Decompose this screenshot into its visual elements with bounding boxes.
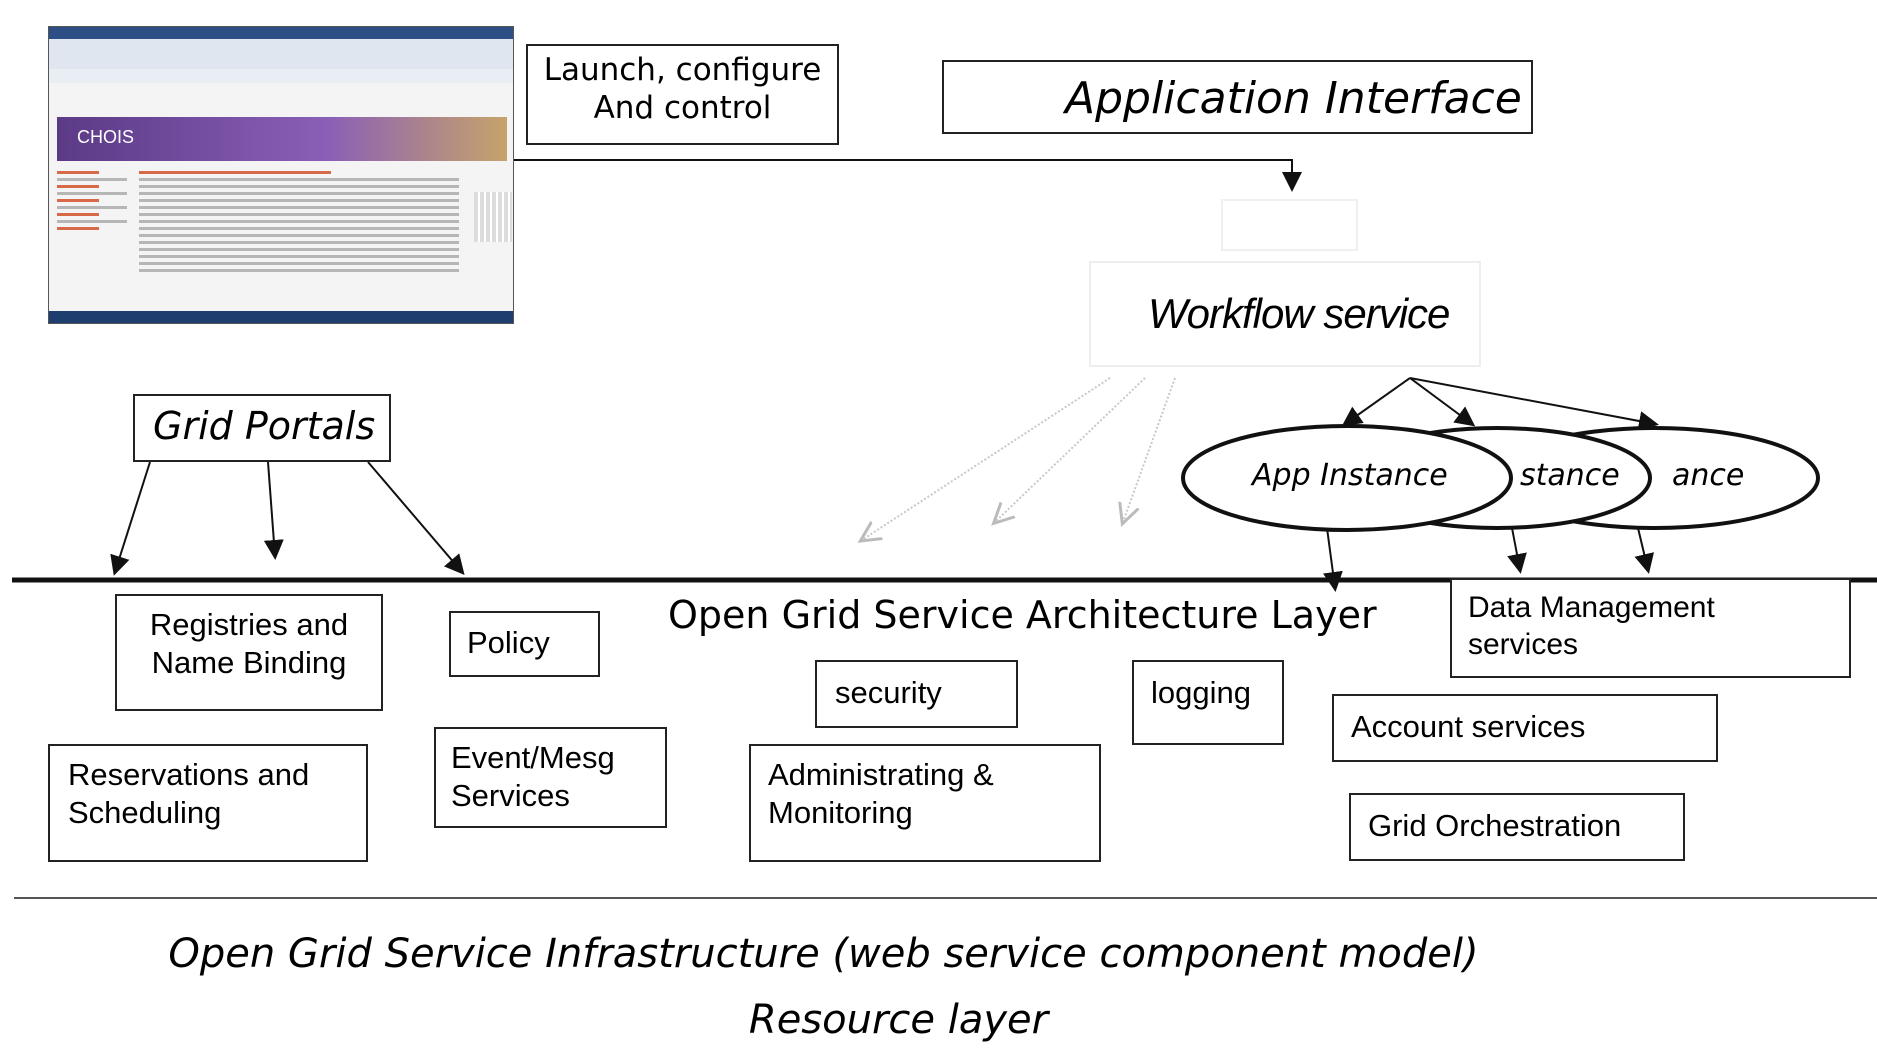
grid-orchestration-label: Grid Orchestration	[1368, 808, 1622, 843]
instance-down-arrow-2	[1507, 527, 1527, 574]
os-taskbar	[49, 311, 513, 323]
ogsi-title: Open Grid Service Infrastructure (web se…	[168, 931, 1479, 977]
policy-label: Policy	[467, 625, 550, 660]
application-interface-box	[942, 60, 1533, 134]
admin-monitoring-label: Administrating & Monitoring	[768, 757, 994, 830]
policy-box	[449, 611, 600, 677]
control-connector	[514, 159, 1302, 192]
account-services-box	[1332, 694, 1718, 762]
workflow-halo	[1089, 261, 1481, 367]
app-instance-label-front: App Instance	[1252, 458, 1448, 493]
application-interface-label: Application Interface	[1065, 73, 1522, 124]
resource-layer-title: Resource layer	[748, 997, 1049, 1043]
workflow-service-label: Workflow service	[1148, 290, 1450, 337]
browser-titlebar	[49, 27, 513, 39]
account-services-label: Account services	[1351, 709, 1586, 744]
browser-toolbar	[49, 39, 513, 69]
grid-orchestration-box	[1349, 793, 1685, 861]
launch-control-box	[526, 44, 839, 145]
site-content	[139, 167, 459, 317]
ogsa-layer-label: Open Grid Service Architecture Layer	[668, 593, 1377, 637]
instance-arrow-3	[1409, 377, 1659, 431]
event-services-label: Event/Mesg Services	[451, 740, 615, 813]
security-label: security	[835, 675, 942, 710]
portal-arrow-3	[367, 461, 465, 576]
event-services-box	[434, 727, 667, 828]
app-instance-label-mid: stance	[1520, 458, 1620, 493]
portal-screenshot-thumbnail: CHOIS	[48, 26, 514, 324]
grid-portals-label: Grid Portals	[153, 404, 376, 448]
portal-arrow-2	[263, 461, 284, 560]
instance-arrow-2	[1409, 377, 1476, 427]
site-title: CHOIS	[77, 127, 135, 147]
registries-label: Registries and Name Binding	[149, 607, 349, 680]
portal-arrow-1	[110, 461, 151, 576]
data-management-box	[1450, 578, 1851, 678]
admin-monitoring-box	[749, 744, 1101, 862]
data-management-label: Data Management services	[1468, 591, 1715, 661]
app-instance-ellipse-front	[1181, 424, 1513, 532]
site-calendar	[474, 192, 512, 242]
registries-box	[115, 594, 383, 711]
faded-arrow-1	[862, 377, 1111, 540]
instance-down-arrow-3	[1634, 527, 1655, 574]
site-header-banner	[57, 117, 507, 161]
app-instance-label-back: ance	[1672, 458, 1745, 493]
logging-label: logging	[1151, 675, 1251, 710]
reservations-label: Reservations and Scheduling	[68, 757, 310, 830]
faded-arrow-3	[1123, 377, 1176, 522]
launch-control-label: Launch, configure And control	[543, 52, 822, 126]
site-nav	[57, 167, 127, 317]
workflow-halo-top	[1221, 199, 1358, 251]
security-box	[815, 660, 1018, 728]
grid-portals-box	[133, 394, 391, 462]
instance-arrow-1	[1341, 377, 1411, 427]
faded-arrow-2	[995, 377, 1146, 522]
browser-favorites-bar	[49, 69, 513, 83]
logging-box	[1132, 660, 1284, 745]
reservations-box	[48, 744, 368, 862]
